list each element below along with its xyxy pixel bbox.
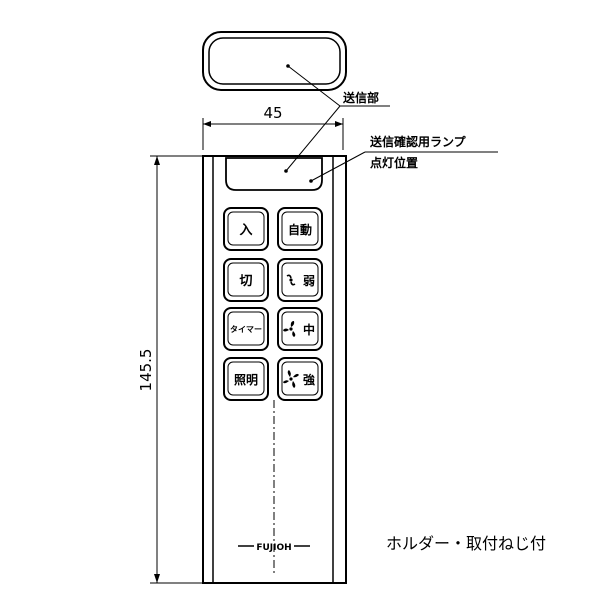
button-mid-label: 中 <box>303 322 315 337</box>
fan-high-icon <box>283 370 299 388</box>
button-timer[interactable]: タイマー <box>223 307 269 351</box>
lamp-label-line1: 送信確認用ランプ <box>369 134 467 149</box>
button-weak-label: 弱 <box>303 273 315 288</box>
brand-plate: FUJIOH <box>238 543 310 553</box>
lamp-label-line2: 点灯位置 <box>370 155 418 170</box>
button-strong[interactable]: 強 <box>277 357 323 401</box>
transmitter-window <box>225 157 323 191</box>
transmitter-top-view <box>202 31 347 91</box>
button-auto-label: 自動 <box>288 222 312 237</box>
height-dimension: 145.5 <box>137 155 203 584</box>
button-light[interactable]: 照明 <box>223 357 269 401</box>
button-off-label: 切 <box>239 274 252 289</box>
width-value: 45 <box>263 104 282 122</box>
button-on[interactable]: 入 <box>223 207 269 251</box>
height-value: 145.5 <box>137 349 155 392</box>
button-off[interactable]: 切 <box>223 258 269 302</box>
button-on-label: 入 <box>239 223 252 238</box>
fan-low-icon <box>286 274 296 286</box>
button-strong-label: 強 <box>303 372 315 387</box>
leader-lines <box>285 65 498 182</box>
brand-logo: FUJIOH <box>256 543 291 553</box>
width-dimension: 45 <box>202 104 344 150</box>
button-mid[interactable]: 中 <box>277 307 323 351</box>
button-light-label: 照明 <box>234 372 258 387</box>
transmitter-label: 送信部 <box>342 90 379 105</box>
remote-body <box>202 155 347 584</box>
button-weak[interactable]: 弱 <box>277 258 323 302</box>
button-timer-label: タイマー <box>230 324 262 334</box>
button-auto[interactable]: 自動 <box>277 207 323 251</box>
fan-mid-icon <box>283 321 296 337</box>
accessory-note: ホルダー・取付ねじ付 <box>386 534 547 553</box>
